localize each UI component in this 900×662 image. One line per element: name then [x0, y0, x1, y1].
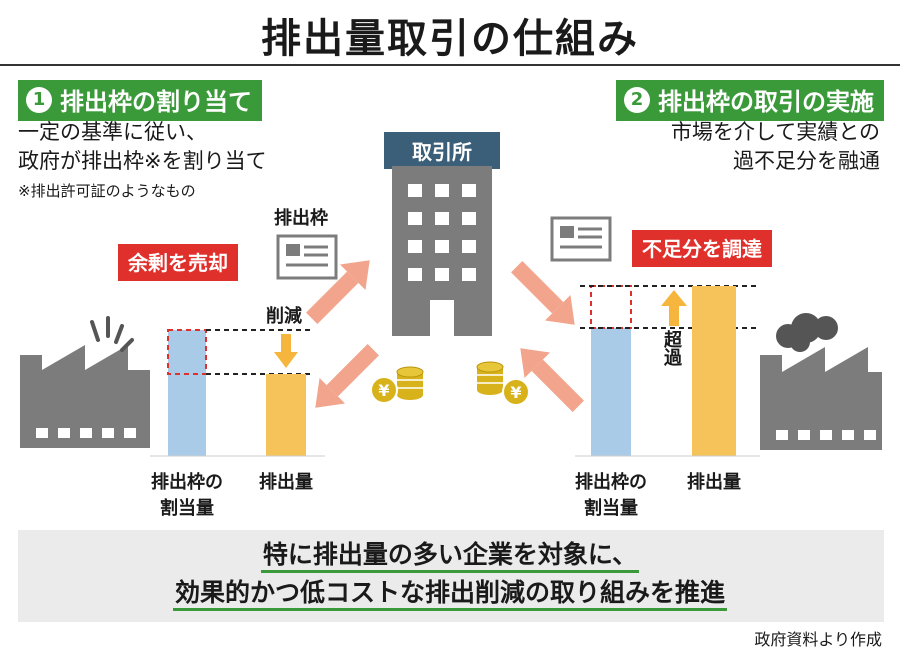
title-divider	[0, 64, 900, 66]
right-factory-icon	[760, 313, 882, 450]
right-coins-icon: ¥	[476, 361, 530, 406]
reduction-label: 削減	[266, 306, 302, 327]
left-surplus-outline	[167, 329, 207, 375]
left-allocation-label-line1: 排出枠の	[151, 472, 223, 493]
excess-arrow-icon	[661, 290, 687, 306]
right-permit-card-icon	[550, 216, 612, 262]
right-allocation-label: 排出枠の 割当量	[566, 470, 656, 522]
right-allocation-label-line1: 排出枠の	[575, 472, 647, 493]
surplus-label: 余剰を売却	[118, 244, 238, 281]
buy-arrow-icon	[511, 261, 575, 325]
right-yen-symbol: ¥	[510, 383, 521, 402]
payment-from-buyer-arrow-icon	[520, 348, 584, 412]
left-yen-symbol: ¥	[378, 381, 389, 400]
summary-box	[18, 530, 884, 622]
step2-desc-line1: 市場を介して実績との	[670, 120, 880, 144]
page-title: 排出量取引の仕組み	[261, 16, 639, 62]
right-allocation-label-line2: 割当量	[584, 498, 638, 519]
exchange-building-icon	[392, 166, 492, 336]
step1-note: ※排出許可証のようなもの	[18, 182, 196, 200]
excess-label: 超過	[661, 330, 682, 366]
left-emission-bar	[266, 374, 306, 456]
step1-label: 排出枠の割り当て	[60, 88, 252, 116]
step2-number: 2	[624, 86, 650, 113]
sell-arrow-icon	[306, 260, 370, 324]
step1-description: 一定の基準に従い、 政府が排出枠※を割り当て	[18, 118, 267, 176]
summary-line1: 特に排出量の多い企業を対象に、	[0, 540, 900, 573]
step2-desc-line2: 過不足分を融通	[733, 149, 880, 173]
shortage-label: 不足分を調達	[632, 230, 772, 267]
source-credit: 政府資料より作成	[754, 630, 882, 649]
left-allocation-label-line2: 割当量	[160, 498, 214, 519]
step2-description: 市場を介して実績との 過不足分を融通	[671, 118, 880, 176]
exchange-label: 取引所	[384, 132, 500, 169]
left-factory-icon	[20, 316, 150, 448]
payment-to-seller-arrow-icon	[315, 344, 379, 408]
permit-label: 排出枠	[274, 208, 328, 229]
step1-desc-line1: 一定の基準に従い、	[18, 120, 207, 144]
left-coins-icon: ¥	[370, 366, 424, 404]
left-allocation-bar	[168, 330, 206, 456]
right-emission-bar	[692, 286, 736, 456]
right-emission-label: 排出量	[687, 472, 741, 493]
mechanism-graphic: ¥ ¥	[20, 166, 882, 457]
step1-badge: 1 排出枠の割り当て	[18, 80, 262, 121]
summary-line1-text: 特に排出量の多い企業を対象に、	[260, 540, 640, 573]
step2-badge: 2 排出枠の取引の実施	[616, 80, 884, 121]
reduction-arrow-icon	[274, 352, 298, 368]
right-allocation-bar	[591, 328, 631, 456]
left-emission-label: 排出量	[259, 472, 313, 493]
left-chart	[150, 329, 325, 457]
left-permit-card-icon	[276, 234, 338, 280]
step2-label: 排出枠の取引の実施	[658, 88, 874, 116]
right-chart	[575, 285, 760, 457]
step1-desc-line2: 政府が排出枠※を割り当て	[18, 149, 267, 173]
left-allocation-label: 排出枠の 割当量	[142, 470, 232, 522]
summary-line2-text: 効果的かつ低コストな排出削減の取り組みを推進	[172, 578, 727, 611]
summary-line2: 効果的かつ低コストな排出削減の取り組みを推進	[0, 578, 900, 611]
step1-number: 1	[26, 86, 52, 113]
right-shortage-outline	[590, 285, 632, 329]
